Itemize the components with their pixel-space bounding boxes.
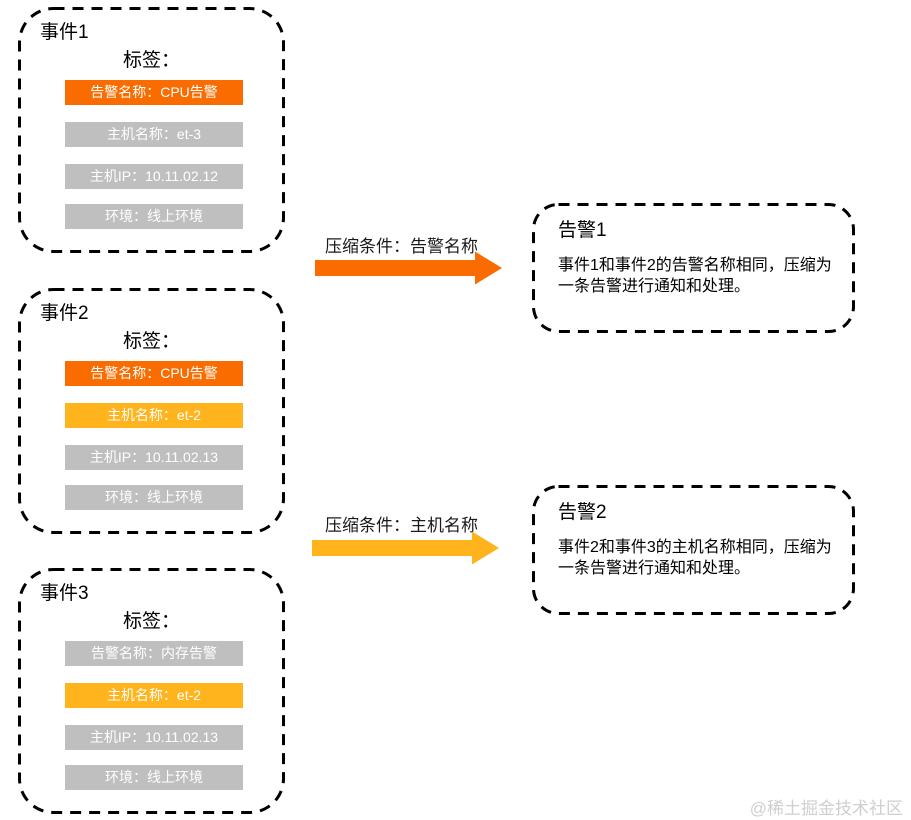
tag-environment: 环境：线上环境 (65, 485, 243, 510)
tags-label: 标签： (122, 331, 180, 352)
tags-label: 标签： (122, 611, 180, 632)
tag-environment: 环境：线上环境 (65, 765, 243, 790)
alarm-title: 告警2 (558, 502, 607, 523)
arrow-right-icon-1 (315, 251, 502, 285)
tag-alarm-name: 告警名称：内存告警 (65, 641, 243, 666)
dashed-border (18, 288, 285, 534)
tag-host-name: 主机名称：et-3 (65, 122, 243, 147)
alarm-box-1: 告警1 事件1和事件2的告警名称相同，压缩为一条告警进行通知和处理。 (532, 203, 855, 333)
event-box-1: 事件1 标签： 告警名称：CPU告警 主机名称：et-3 主机IP：10.11.… (18, 7, 285, 253)
tag-host-ip: 主机IP：10.11.02.12 (65, 164, 243, 189)
dashed-border (532, 203, 855, 333)
event-box-3: 事件3 标签： 告警名称：内存告警 主机名称：et-2 主机IP：10.11.0… (18, 568, 285, 814)
arrow-right-icon-2 (312, 531, 499, 565)
dashed-border (18, 7, 285, 253)
alarm-box-2: 告警2 事件2和事件3的主机名称相同，压缩为一条告警进行通知和处理。 (532, 485, 855, 615)
alarm-title: 告警1 (558, 220, 607, 241)
compression-condition-label-1: 压缩条件：告警名称 (325, 237, 478, 256)
compression-condition-label-2: 压缩条件：主机名称 (325, 516, 478, 535)
alarm-description: 事件1和事件2的告警名称相同，压缩为一条告警进行通知和处理。 (558, 257, 832, 295)
tags-label: 标签： (122, 50, 180, 71)
event-title: 事件3 (40, 583, 89, 604)
tag-host-name: 主机名称：et-2 (65, 403, 243, 428)
tag-host-ip: 主机IP：10.11.02.13 (65, 445, 243, 470)
dashed-border (18, 568, 285, 814)
event-title: 事件2 (40, 303, 89, 324)
tag-alarm-name: 告警名称：CPU告警 (65, 361, 243, 386)
event-title: 事件1 (40, 22, 89, 43)
event-box-2: 事件2 标签： 告警名称：CPU告警 主机名称：et-2 主机IP：10.11.… (18, 288, 285, 534)
dashed-border (532, 485, 855, 615)
alarm-description: 事件2和事件3的主机名称相同，压缩为一条告警进行通知和处理。 (558, 539, 832, 577)
tag-host-ip: 主机IP：10.11.02.13 (65, 725, 243, 750)
tag-alarm-name: 告警名称：CPU告警 (65, 80, 243, 105)
tag-host-name: 主机名称：et-2 (65, 683, 243, 708)
tag-environment: 环境：线上环境 (65, 204, 243, 229)
watermark: @稀土掘金技术社区 (749, 799, 903, 818)
